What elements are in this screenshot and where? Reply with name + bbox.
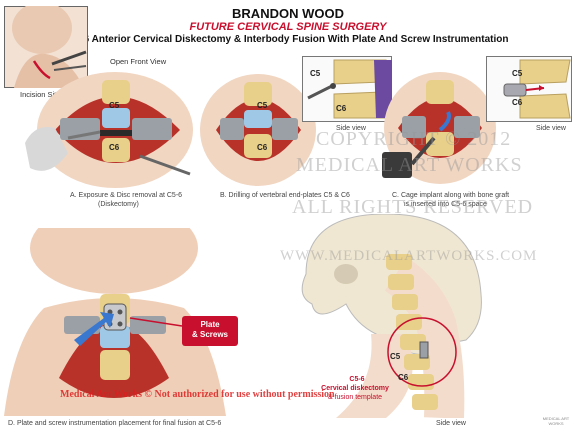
side-view-label: Side view xyxy=(436,420,466,427)
panel-c-side-view-label: Side view xyxy=(536,125,566,132)
medical-art-works-logo: MEDICAL ART WORKS xyxy=(542,416,570,426)
panel-c-side-inset xyxy=(486,56,572,122)
panel-a-c5-label: C5 xyxy=(109,101,120,110)
side-note-level: C5-6 xyxy=(349,376,365,383)
panel-c-caption-line2: is inserted into C5-6 space xyxy=(404,201,487,208)
panel-b-side-inset xyxy=(302,56,392,122)
side-view-spine-illustration xyxy=(301,214,482,418)
panel-b-illustration xyxy=(200,74,316,186)
panel-b-inset-c5-label: C5 xyxy=(310,69,321,78)
side-note-procedure: Cervical diskectomy xyxy=(321,385,389,392)
panel-c-caption: C. Cage implant along with bone graft xyxy=(392,192,510,199)
side-c5-label: C5 xyxy=(390,352,401,361)
plate-screws-callout: Plate & Screws xyxy=(191,320,229,339)
panel-c-illustration xyxy=(382,72,496,184)
open-front-view-label: Open Front View xyxy=(110,57,167,66)
panel-b-side-view-label: Side view xyxy=(336,125,366,132)
watermark-company: MEDICAL ART WORKS xyxy=(296,154,523,176)
panel-c-inset-c6-label: C6 xyxy=(512,98,523,107)
watermark-footer: Medical Art Works © Not authorized for u… xyxy=(60,389,335,400)
subtitle: FUTURE CERVICAL SPINE SURGERY xyxy=(189,21,387,33)
incision-site-label: Incision Site xyxy=(20,90,61,99)
panel-b-caption: B. Drilling of vertebral end-plates C5 &… xyxy=(220,192,350,199)
watermark-copyright: COPYRIGHT © 2012 xyxy=(316,128,512,150)
incision-site-thumbnail xyxy=(4,6,88,88)
panel-d-caption: D. Plate and screw instrumentation place… xyxy=(8,420,222,427)
panel-d-illustration xyxy=(4,228,238,416)
watermark-rights: ALL RIGHTS RESERVED xyxy=(292,196,534,218)
procedure-title: C5-6 Anterior Cervical Diskectomy & Inte… xyxy=(67,34,509,45)
panel-b-c5-label: C5 xyxy=(257,101,268,110)
patient-name: BRANDON WOOD xyxy=(232,6,344,21)
panel-a-caption-line2: (Diskectomy) xyxy=(98,201,139,208)
panel-c-inset-c5-label: C5 xyxy=(512,69,523,78)
panel-b-c6-label: C6 xyxy=(257,143,268,152)
watermark-url: WWW.MEDICALARTWORKS.COM xyxy=(280,248,538,264)
panel-a-illustration xyxy=(25,72,193,188)
side-c6-label: C6 xyxy=(398,373,409,382)
panel-b-inset-c6-label: C6 xyxy=(336,104,347,113)
panel-a-c6-label: C6 xyxy=(109,143,120,152)
side-note-template: & fusion template xyxy=(327,394,383,401)
panel-a-caption: A. Exposure & Disc removal at C5-6 xyxy=(70,192,183,199)
